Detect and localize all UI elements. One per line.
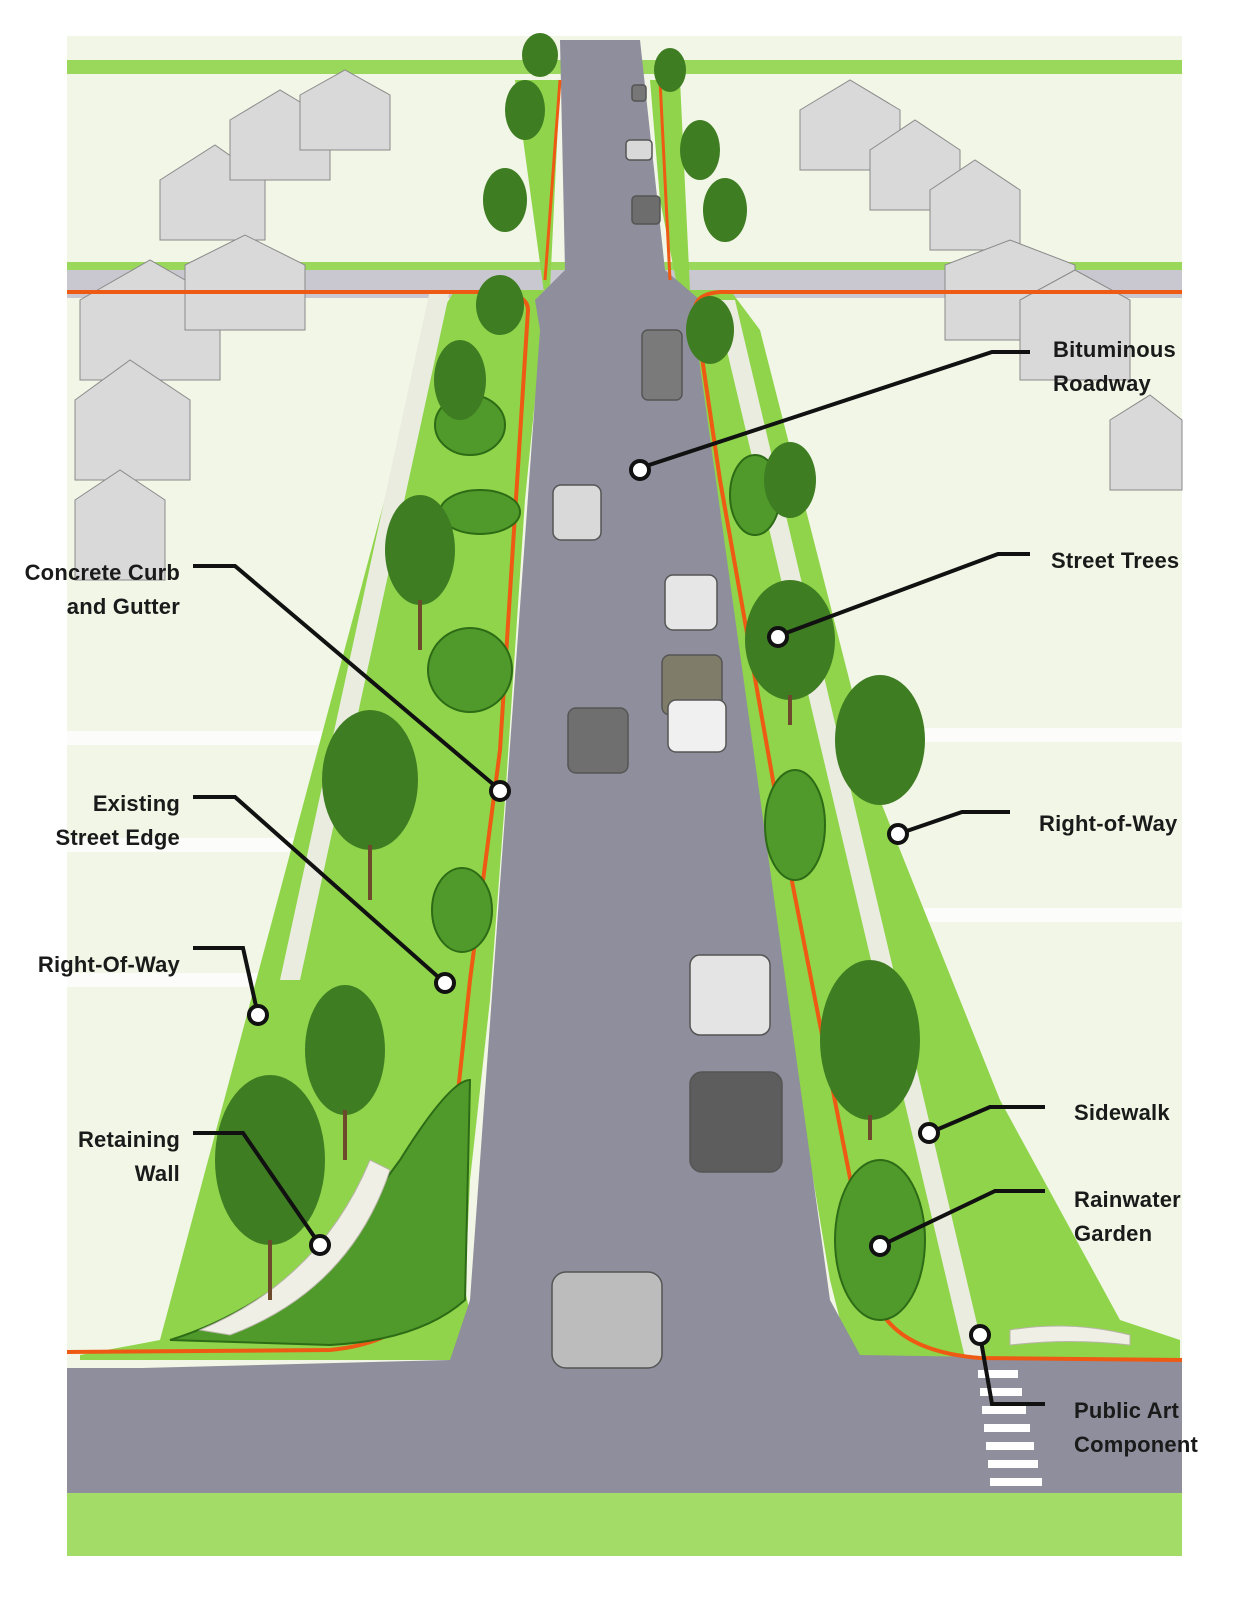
label-bituminous-roadway: Bituminous Roadway: [1053, 333, 1176, 401]
label-existing-street-edge-line1: Existing: [92, 791, 180, 816]
label-retaining-wall: Retaining Wall: [78, 1123, 180, 1191]
label-rainwater-garden: Rainwater Garden: [1074, 1183, 1181, 1251]
label-sidewalk: Sidewalk: [1074, 1096, 1170, 1130]
label-concrete-curb: Concrete Curb and Gutter: [25, 556, 180, 624]
label-street-trees: Street Trees: [1051, 544, 1179, 578]
label-public-art-line1: Public Art: [1074, 1398, 1180, 1423]
label-concrete-curb-line2: and Gutter: [66, 594, 180, 619]
label-concrete-curb-line1: Concrete Curb: [24, 560, 180, 585]
rainwater-gardens: [169, 394, 926, 1347]
retaining-wall-left: [198, 1159, 391, 1336]
dot-existing-street-edge: [434, 972, 456, 994]
dot-right-of-way-left: [247, 1004, 269, 1026]
right-of-way-line-right-upper: [658, 79, 672, 281]
dot-rainwater-garden: [869, 1235, 891, 1257]
label-existing-street-edge-line2: Street Edge: [55, 825, 180, 850]
dot-right-of-way-right: [887, 823, 909, 845]
label-right-of-way-right-line1: Right-of-Way: [1039, 811, 1178, 836]
label-public-art-line2: Component: [1074, 1432, 1199, 1457]
label-existing-street-edge: Existing Street Edge: [56, 787, 180, 855]
retaining-wall-right: [1009, 1325, 1131, 1346]
dot-sidewalk: [918, 1122, 940, 1144]
label-rainwater-garden-line1: Rainwater: [1074, 1187, 1181, 1212]
label-bituminous-roadway-line2: Roadway: [1053, 371, 1151, 396]
dot-street-trees: [767, 626, 789, 648]
label-retaining-wall-line1: Retaining: [77, 1127, 180, 1152]
bottom-verge: [67, 1493, 1182, 1556]
dot-bituminous-roadway: [629, 459, 651, 481]
leader-lines: [193, 350, 1045, 1406]
dot-retaining-wall: [309, 1234, 331, 1256]
label-right-of-way-right: Right-of-Way: [1039, 807, 1177, 841]
label-right-of-way-left-line1: Right-Of-Way: [37, 952, 180, 977]
label-retaining-wall-line2: Wall: [134, 1161, 180, 1186]
label-sidewalk-line1: Sidewalk: [1074, 1100, 1170, 1125]
label-bituminous-roadway-line1: Bituminous: [1053, 337, 1176, 362]
houses: [74, 69, 1183, 581]
sidewalk-left: [280, 290, 450, 980]
label-rainwater-garden-line2: Garden: [1074, 1221, 1153, 1246]
dot-public-art: [969, 1324, 991, 1346]
label-right-of-way-left: Right-Of-Way: [38, 948, 180, 982]
label-street-trees-line1: Street Trees: [1051, 548, 1180, 573]
cars: [551, 84, 783, 1369]
label-public-art: Public Art Component: [1074, 1394, 1198, 1462]
crosswalk: [978, 1370, 1042, 1486]
right-of-way-line-left-upper: [543, 79, 562, 281]
callout-dots: [247, 459, 991, 1346]
street-trees: [215, 33, 925, 1300]
dot-concrete-curb: [489, 780, 511, 802]
